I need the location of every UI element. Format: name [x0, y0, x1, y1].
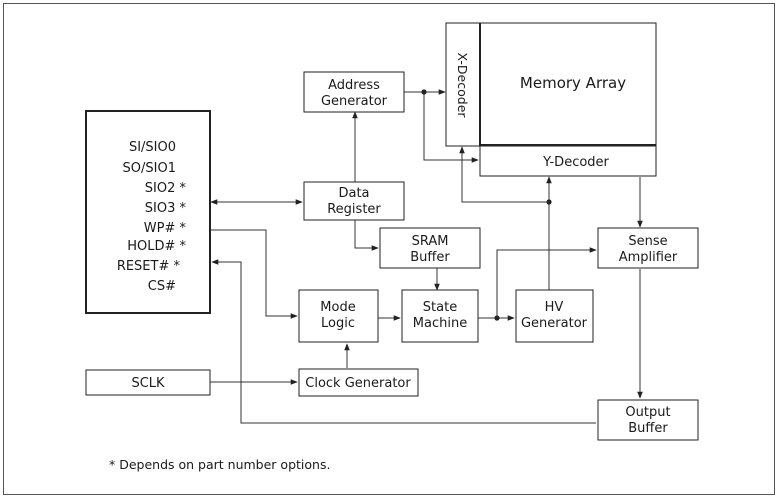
state-machine-box	[401, 289, 479, 343]
sclk-label: SCLK	[131, 376, 165, 391]
address-generator-label-line2: Generator	[321, 94, 388, 109]
data-register-label-line1: Data	[338, 186, 369, 201]
mode-logic-label-line2: Logic	[321, 316, 355, 331]
addr-to-ydecoder-line	[423, 92, 479, 163]
sclk-box	[85, 369, 211, 396]
pin-so-sio1: SO/SIO1	[123, 161, 176, 176]
memory-array-label: Memory Array	[520, 74, 626, 92]
clock-generator-block: Clock Generator	[298, 368, 419, 397]
diagram-border	[3, 3, 775, 495]
clock-generator-box	[298, 368, 419, 397]
y-decoder-box	[479, 145, 657, 177]
state-machine-block: State Machine	[401, 289, 479, 343]
output-to-pins-line	[211, 259, 596, 424]
hv-to-xdecoder-line	[459, 146, 549, 203]
pin-sio3: SIO3 *	[145, 201, 187, 216]
data-register-block: Data Register	[303, 181, 405, 221]
mode-logic-box	[298, 289, 379, 343]
output-buffer-label-line2: Buffer	[628, 421, 668, 436]
address-generator-box	[303, 71, 405, 113]
connections	[210, 89, 643, 424]
sram-buffer-label-line2: Buffer	[410, 250, 450, 265]
y-decoder-label: Y-Decoder	[542, 155, 609, 170]
mode-logic-block: Mode Logic	[298, 289, 379, 343]
sram-buffer-label-line1: SRAM	[412, 234, 449, 249]
sense-amplifier-block: Sense Amplifier	[597, 227, 699, 269]
hv-generator-label-line2: Generator	[521, 316, 588, 331]
footnote: * Depends on part number options.	[109, 457, 330, 472]
sense-amplifier-box	[597, 227, 699, 269]
output-buffer-box	[597, 399, 699, 441]
memory-array-block: Memory Array X-Decoder	[445, 22, 657, 147]
pin-block: SI/SIO0 SO/SIO1 SIO2 * SIO3 * WP# * HOLD…	[85, 110, 211, 314]
wp-to-mode-line	[211, 229, 298, 319]
output-buffer-block: Output Buffer	[597, 399, 699, 441]
hv-generator-label-line1: HV	[545, 300, 564, 315]
data-to-sram-line	[354, 220, 379, 251]
state-to-sense-line	[496, 247, 597, 318]
y-decoder-block: Y-Decoder	[479, 145, 657, 177]
data-register-box	[303, 181, 405, 221]
sram-buffer-block: SRAM Buffer	[379, 227, 481, 269]
mode-logic-label-line1: Mode	[320, 300, 355, 315]
hv-generator-block: HV Generator	[515, 289, 594, 343]
x-decoder-label: X-Decoder	[455, 52, 470, 118]
sram-buffer-box	[379, 227, 481, 269]
pin-reset: RESET# *	[117, 259, 181, 274]
sclk-block: SCLK	[85, 369, 211, 396]
data-register-label-line2: Register	[327, 202, 381, 217]
pin-box	[85, 110, 211, 314]
sense-amplifier-label-line1: Sense	[628, 234, 667, 249]
pin-si-sio0: SI/SIO0	[129, 140, 176, 155]
pin-cs: CS#	[148, 279, 176, 294]
pin-sio2: SIO2 *	[145, 181, 187, 196]
state-machine-label-line2: Machine	[413, 316, 467, 331]
clock-generator-label: Clock Generator	[305, 376, 411, 391]
pin-hold: HOLD# *	[127, 239, 186, 254]
address-generator-block: Address Generator	[303, 71, 405, 113]
address-generator-label-line1: Address	[328, 78, 380, 93]
output-buffer-label-line1: Output	[625, 405, 670, 420]
sense-amplifier-label-line2: Amplifier	[619, 250, 678, 265]
pin-wp: WP# *	[144, 221, 187, 236]
hv-generator-box	[515, 289, 594, 343]
state-machine-label-line1: State	[423, 300, 457, 315]
